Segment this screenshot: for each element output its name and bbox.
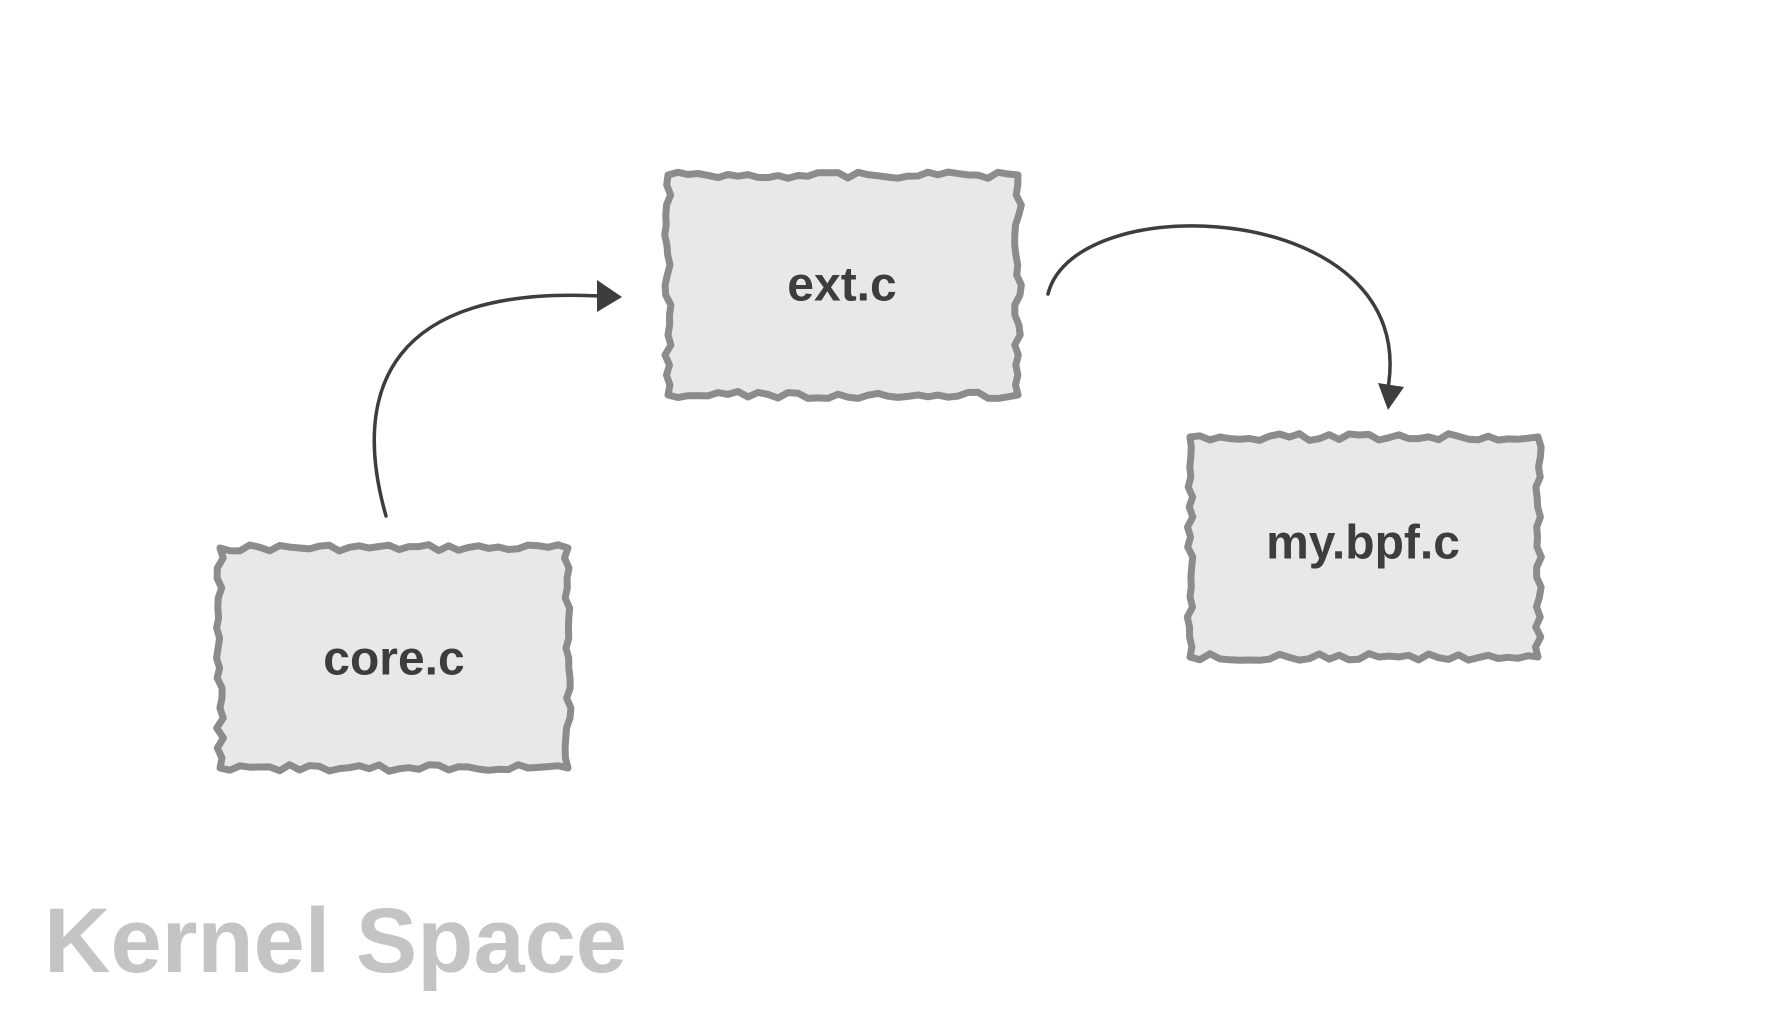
edge-ext-to-mybpf: [1046, 224, 1404, 410]
node-label-mybpf: my.bpf.c: [1266, 517, 1460, 570]
node-core[interactable]: core.c: [213, 541, 575, 775]
node-box-ext: [661, 168, 1025, 402]
node-box-mybpf: [1183, 430, 1545, 664]
node-ext[interactable]: ext.c: [661, 168, 1025, 402]
arrowhead-icon: [1378, 383, 1404, 410]
node-label-core: core.c: [323, 633, 464, 686]
node-mybpf[interactable]: my.bpf.c: [1183, 430, 1545, 664]
edge-line-core-ext: [372, 293, 602, 518]
node-label-ext: ext.c: [787, 259, 896, 312]
arrowhead-icon: [597, 280, 622, 312]
region-label-kernel-space: Kernel Space: [44, 890, 627, 992]
edge-core-to-ext: [372, 280, 622, 518]
node-box-core: [213, 541, 575, 775]
edge-line-ext-mybpf: [1046, 224, 1392, 390]
